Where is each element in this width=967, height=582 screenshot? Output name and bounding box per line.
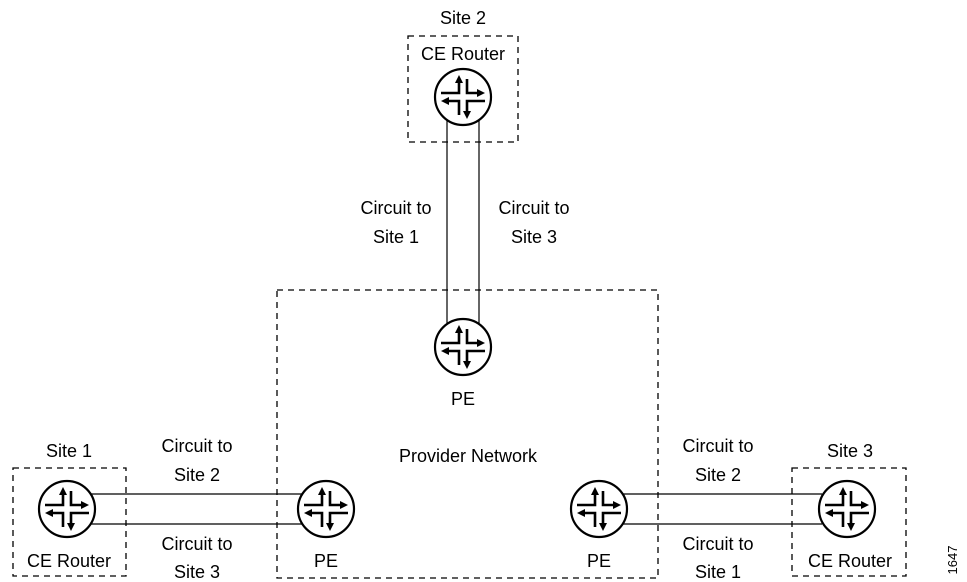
- pe-left-label: PE: [314, 551, 338, 571]
- figure-id: 1647: [945, 546, 960, 575]
- pe-left-router-icon: [296, 479, 356, 539]
- circuit-label-left-lower-line1: Circuit to: [161, 534, 232, 554]
- circuit-label-top-left-line1: Circuit to: [360, 198, 431, 218]
- provider-network-box: [276, 289, 659, 579]
- site2-ce-router-icon: [433, 67, 493, 127]
- site2-box: [407, 35, 519, 143]
- site3-box: [791, 467, 907, 577]
- circuit-label-right-lower-line1: Circuit to: [682, 534, 753, 554]
- pe-right-label: PE: [587, 551, 611, 571]
- pe-right-router-icon: [569, 479, 629, 539]
- circuit-label-top-left-line2: Site 1: [373, 227, 419, 247]
- circuit-label-left-upper-line1: Circuit to: [161, 436, 232, 456]
- circuit-label-top-right-line1: Circuit to: [498, 198, 569, 218]
- circuit-label-top-right-line2: Site 3: [511, 227, 557, 247]
- site1-title: Site 1: [46, 441, 92, 461]
- site2-router-label: CE Router: [421, 44, 505, 64]
- pe-top-router-icon: [433, 317, 493, 377]
- site3-ce-router-icon: [817, 479, 877, 539]
- site2-title: Site 2: [440, 8, 486, 28]
- site1-router-label: CE Router: [27, 551, 111, 571]
- site3-router-label: CE Router: [808, 551, 892, 571]
- circuit-label-left-upper-line2: Site 2: [174, 465, 220, 485]
- site1-box: [12, 467, 127, 577]
- circuit-label-right-upper-line1: Circuit to: [682, 436, 753, 456]
- circuit-label-right-lower-line2: Site 1: [695, 562, 741, 582]
- circuit-label-left-lower-line2: Site 3: [174, 562, 220, 582]
- site1-ce-router-icon: [37, 479, 97, 539]
- pe-top-label: PE: [451, 389, 475, 409]
- site3-title: Site 3: [827, 441, 873, 461]
- provider-network-label: Provider Network: [399, 446, 538, 466]
- circuit-label-right-upper-line2: Site 2: [695, 465, 741, 485]
